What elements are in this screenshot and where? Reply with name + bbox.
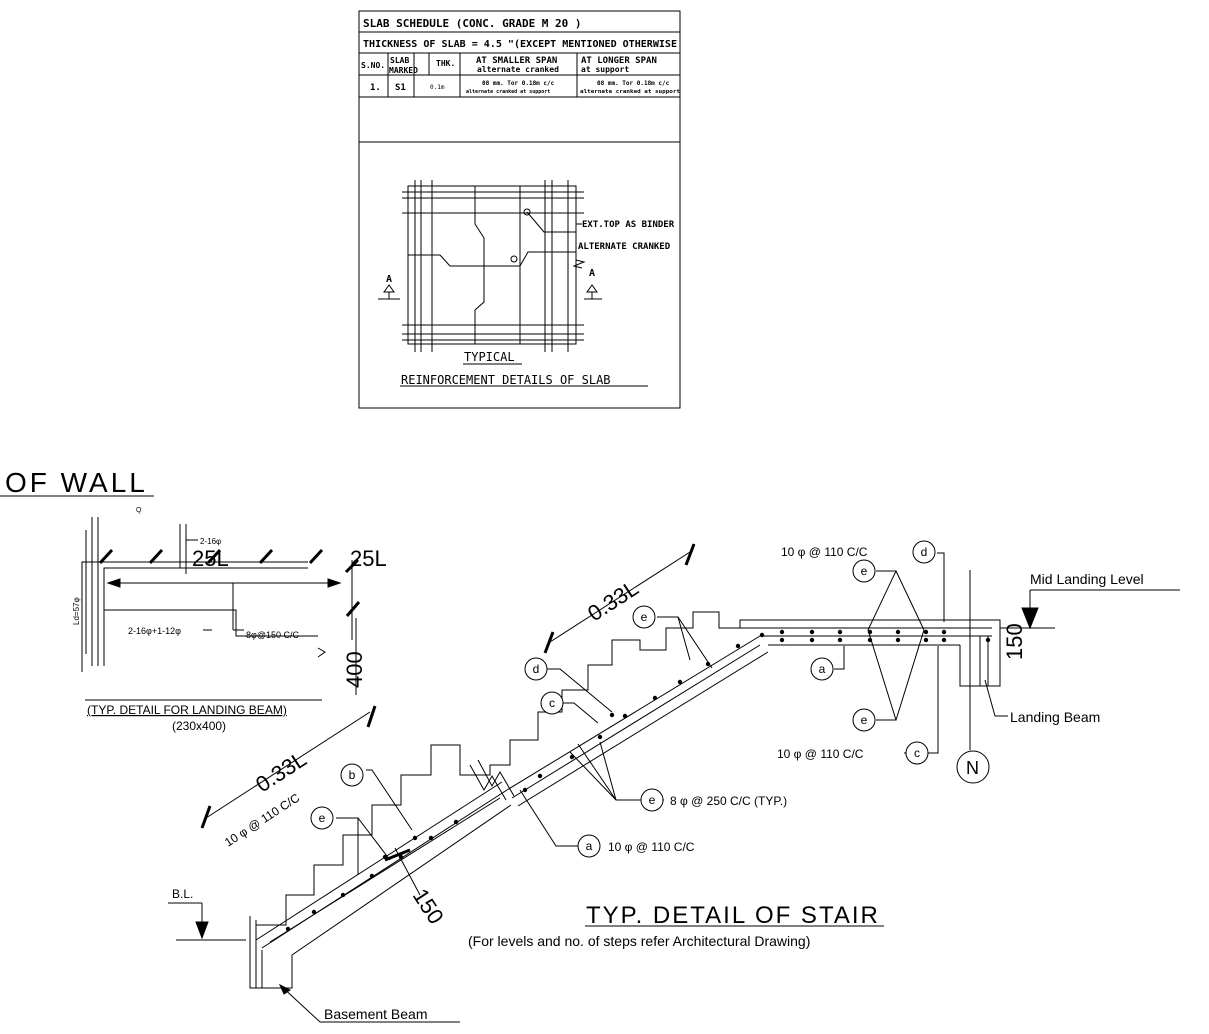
north-axis-marker	[956, 750, 990, 784]
dim-033l-lower: 0.33L	[251, 746, 311, 797]
bubble-e-landing-low	[852, 708, 876, 732]
bubble-e-typ	[640, 788, 664, 812]
stair-steps	[256, 611, 740, 926]
schedule-thickness-note: THICKNESS OF SLAB = 4.5 "(EXCEPT MENTION…	[363, 39, 677, 50]
label-mid-landing: Mid Landing Level	[1030, 571, 1144, 587]
bubble-a-landing	[810, 657, 834, 681]
dim-150-bottom: 150	[408, 884, 449, 928]
row-smaller-2: alternate cranked at support	[466, 89, 550, 95]
mark-c-landing: c	[914, 746, 920, 760]
header-slab-1: SLAB	[390, 56, 409, 65]
row-longer-2: alternate cranked at support	[580, 89, 680, 95]
landing-q-mark: Q	[136, 507, 142, 514]
slab-reinforcement-sketch	[378, 180, 648, 387]
north-label: N	[966, 758, 979, 778]
bubble-d-waist	[524, 657, 548, 681]
label-landing-beam: Landing Beam	[1010, 709, 1100, 725]
bubble-c-landing	[905, 741, 929, 765]
bubble-c-waist	[540, 691, 564, 715]
bubble-e-top	[852, 559, 876, 583]
bubble-b	[340, 763, 364, 787]
mark-e-waist-top: e	[641, 610, 648, 624]
slab-caption-2: REINFORCEMENT DETAILS OF SLAB	[401, 373, 611, 387]
landing-beam-detail	[0, 495, 361, 701]
landing-ld: Ld=57φ	[72, 597, 81, 625]
landing-stirrups: 8φ@150 C/C	[246, 630, 299, 640]
header-smaller-1: AT SMALLER SPAN	[476, 56, 557, 66]
bubble-e-waist-top	[632, 605, 656, 629]
header-longer-2: at support	[581, 65, 629, 74]
bar-c-text: 10 φ @ 110 C/C	[777, 747, 864, 761]
schedule-title: SLAB SCHEDULE (CONC. GRADE M 20 )	[363, 17, 582, 30]
landing-caption-2: (230x400)	[172, 719, 226, 733]
bar-mark-bubbles	[310, 540, 936, 858]
row-sno: 1.	[370, 83, 381, 93]
row-thk: 0.1m	[430, 84, 445, 91]
mark-c-waist: c	[549, 696, 555, 710]
row-smaller-1: 08 mm. Tor 0.18m c/c	[482, 80, 555, 87]
header-smaller-2: alternate cranked	[477, 65, 559, 74]
row-longer-1: 08 mm. Tor 0.18m c/c	[597, 80, 670, 87]
label-basement-beam: Basement Beam	[324, 1006, 428, 1022]
mark-e-top: e	[861, 564, 868, 578]
mark-d-waist: d	[533, 662, 540, 676]
bubble-d-top	[912, 540, 936, 564]
slab-caption-1: TYPICAL	[464, 350, 515, 364]
section-mark-left: A	[386, 274, 392, 285]
dim-25l-a: 25L	[192, 546, 229, 571]
dim-150-top: 150	[1002, 623, 1027, 660]
stair-detail	[168, 543, 1180, 1023]
dim-25l-b: 25L	[350, 546, 387, 571]
row-slab: S1	[395, 83, 406, 93]
label-ext-top: EXT.TOP AS BINDER	[582, 220, 675, 230]
bar-d-text: 10 φ @ 110 C/C	[781, 545, 868, 559]
bubble-e-lower	[310, 806, 334, 830]
bar-e-text: 8 φ @ 250 C/C (TYP.)	[670, 794, 787, 808]
landing-bottom-bars: 2-16φ+1-12φ	[128, 626, 181, 636]
dim-400: 400	[342, 651, 367, 688]
header-longer-1: AT LONGER SPAN	[581, 56, 657, 66]
mark-a-typ: a	[586, 839, 593, 853]
mark-a-landing: a	[819, 662, 826, 676]
stair-caption-1: TYP. DETAIL OF STAIR	[586, 902, 880, 929]
label-alternate-cranked: ALTERNATE CRANKED	[578, 242, 671, 252]
section-mark-right: A	[589, 268, 595, 279]
bar-a-text: 10 φ @ 110 C/C	[608, 840, 695, 854]
mark-e-typ: e	[649, 793, 656, 807]
stair-caption-2: (For levels and no. of steps refer Archi…	[468, 933, 810, 949]
wall-heading: OF WALL	[5, 467, 148, 498]
slab-schedule-panel	[358, 10, 681, 409]
landing-caption-1: (TYP. DETAIL FOR LANDING BEAM)	[87, 703, 287, 717]
mark-b: b	[349, 768, 356, 782]
mark-e-lower: e	[319, 811, 326, 825]
mark-d-top: d	[921, 545, 928, 559]
header-thk: THK.	[436, 59, 455, 68]
mark-e-landing-low: e	[861, 713, 868, 727]
header-slab-2: MARKED	[389, 66, 418, 75]
label-bl: B.L.	[172, 887, 193, 901]
landing-top-bars: 2-16φ	[200, 537, 221, 546]
bubble-a-typ	[577, 834, 601, 858]
rebar-dots	[285, 629, 991, 932]
header-sno: S.NO.	[361, 61, 385, 70]
